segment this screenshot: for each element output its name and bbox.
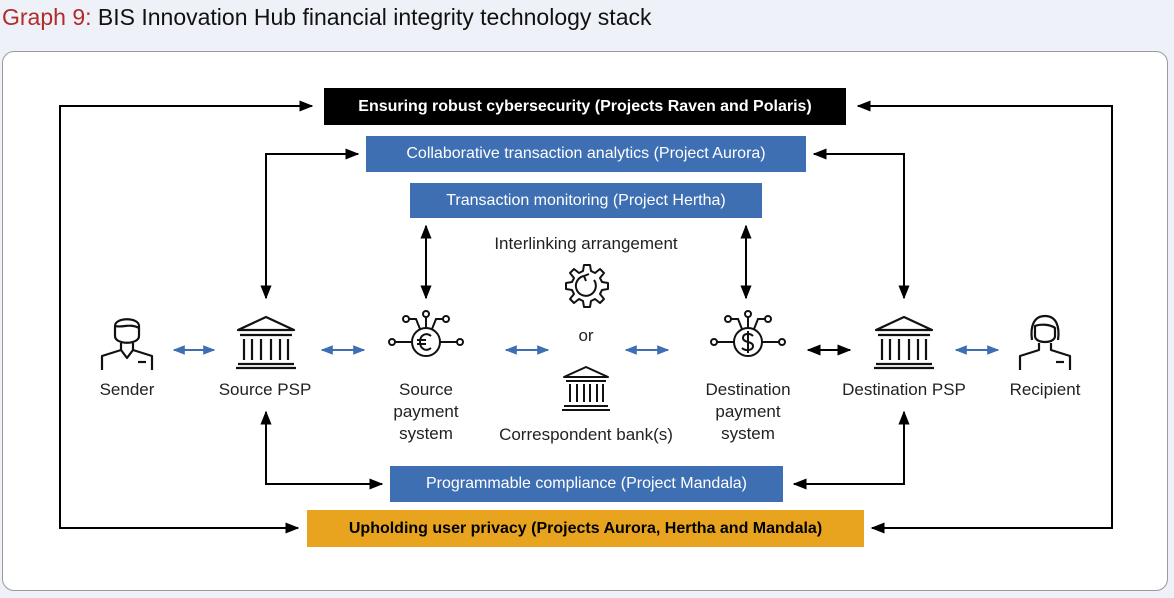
source-psp-label: Source PSP [218,380,312,399]
correspondent-label: Correspondent bank(s) [499,425,673,444]
bank-icon [236,315,296,370]
analytics-to-dest-psp [812,148,910,300]
or-label: or [578,326,594,345]
destination-payment-system-label: Destination payment system [705,380,791,443]
recipient-label: Recipient [1009,380,1081,399]
compliance-bar: Programmable compliance (Project Mandala… [390,466,783,502]
destination-psp-label: Destination PSP [842,380,966,399]
monitoring-bar: Transaction monitoring (Project Hertha) [410,183,762,218]
analytics-to-source-psp [260,148,360,300]
correspondent-bank-icon [562,366,610,411]
compliance-to-dest-psp [792,410,910,490]
outer-loop-right [856,100,1113,534]
gear-icon [565,264,609,308]
dollar-network-icon [710,310,786,357]
person-icon [100,318,154,370]
compliance-to-source-psp [260,410,384,490]
source-payment-system-label: Source payment system [393,380,459,443]
interlinking-label: Interlinking arrangement [494,234,678,253]
euro-network-icon [388,310,464,357]
cybersecurity-bar: Ensuring robust cybersecurity (Projects … [324,88,846,125]
analytics-bar: Collaborative transaction analytics (Pro… [366,136,806,172]
recipient-person-icon [1018,314,1072,370]
graph-number: Graph 9: [2,4,92,30]
outer-loop-left [59,100,314,534]
sender-label: Sender [99,380,155,399]
graph-title-text: BIS Innovation Hub financial integrity t… [97,4,652,30]
graph-title: Graph 9: BIS Innovation Hub financial in… [2,4,652,31]
dest-bank-icon [874,315,934,370]
privacy-bar: Upholding user privacy (Projects Aurora,… [307,510,864,547]
